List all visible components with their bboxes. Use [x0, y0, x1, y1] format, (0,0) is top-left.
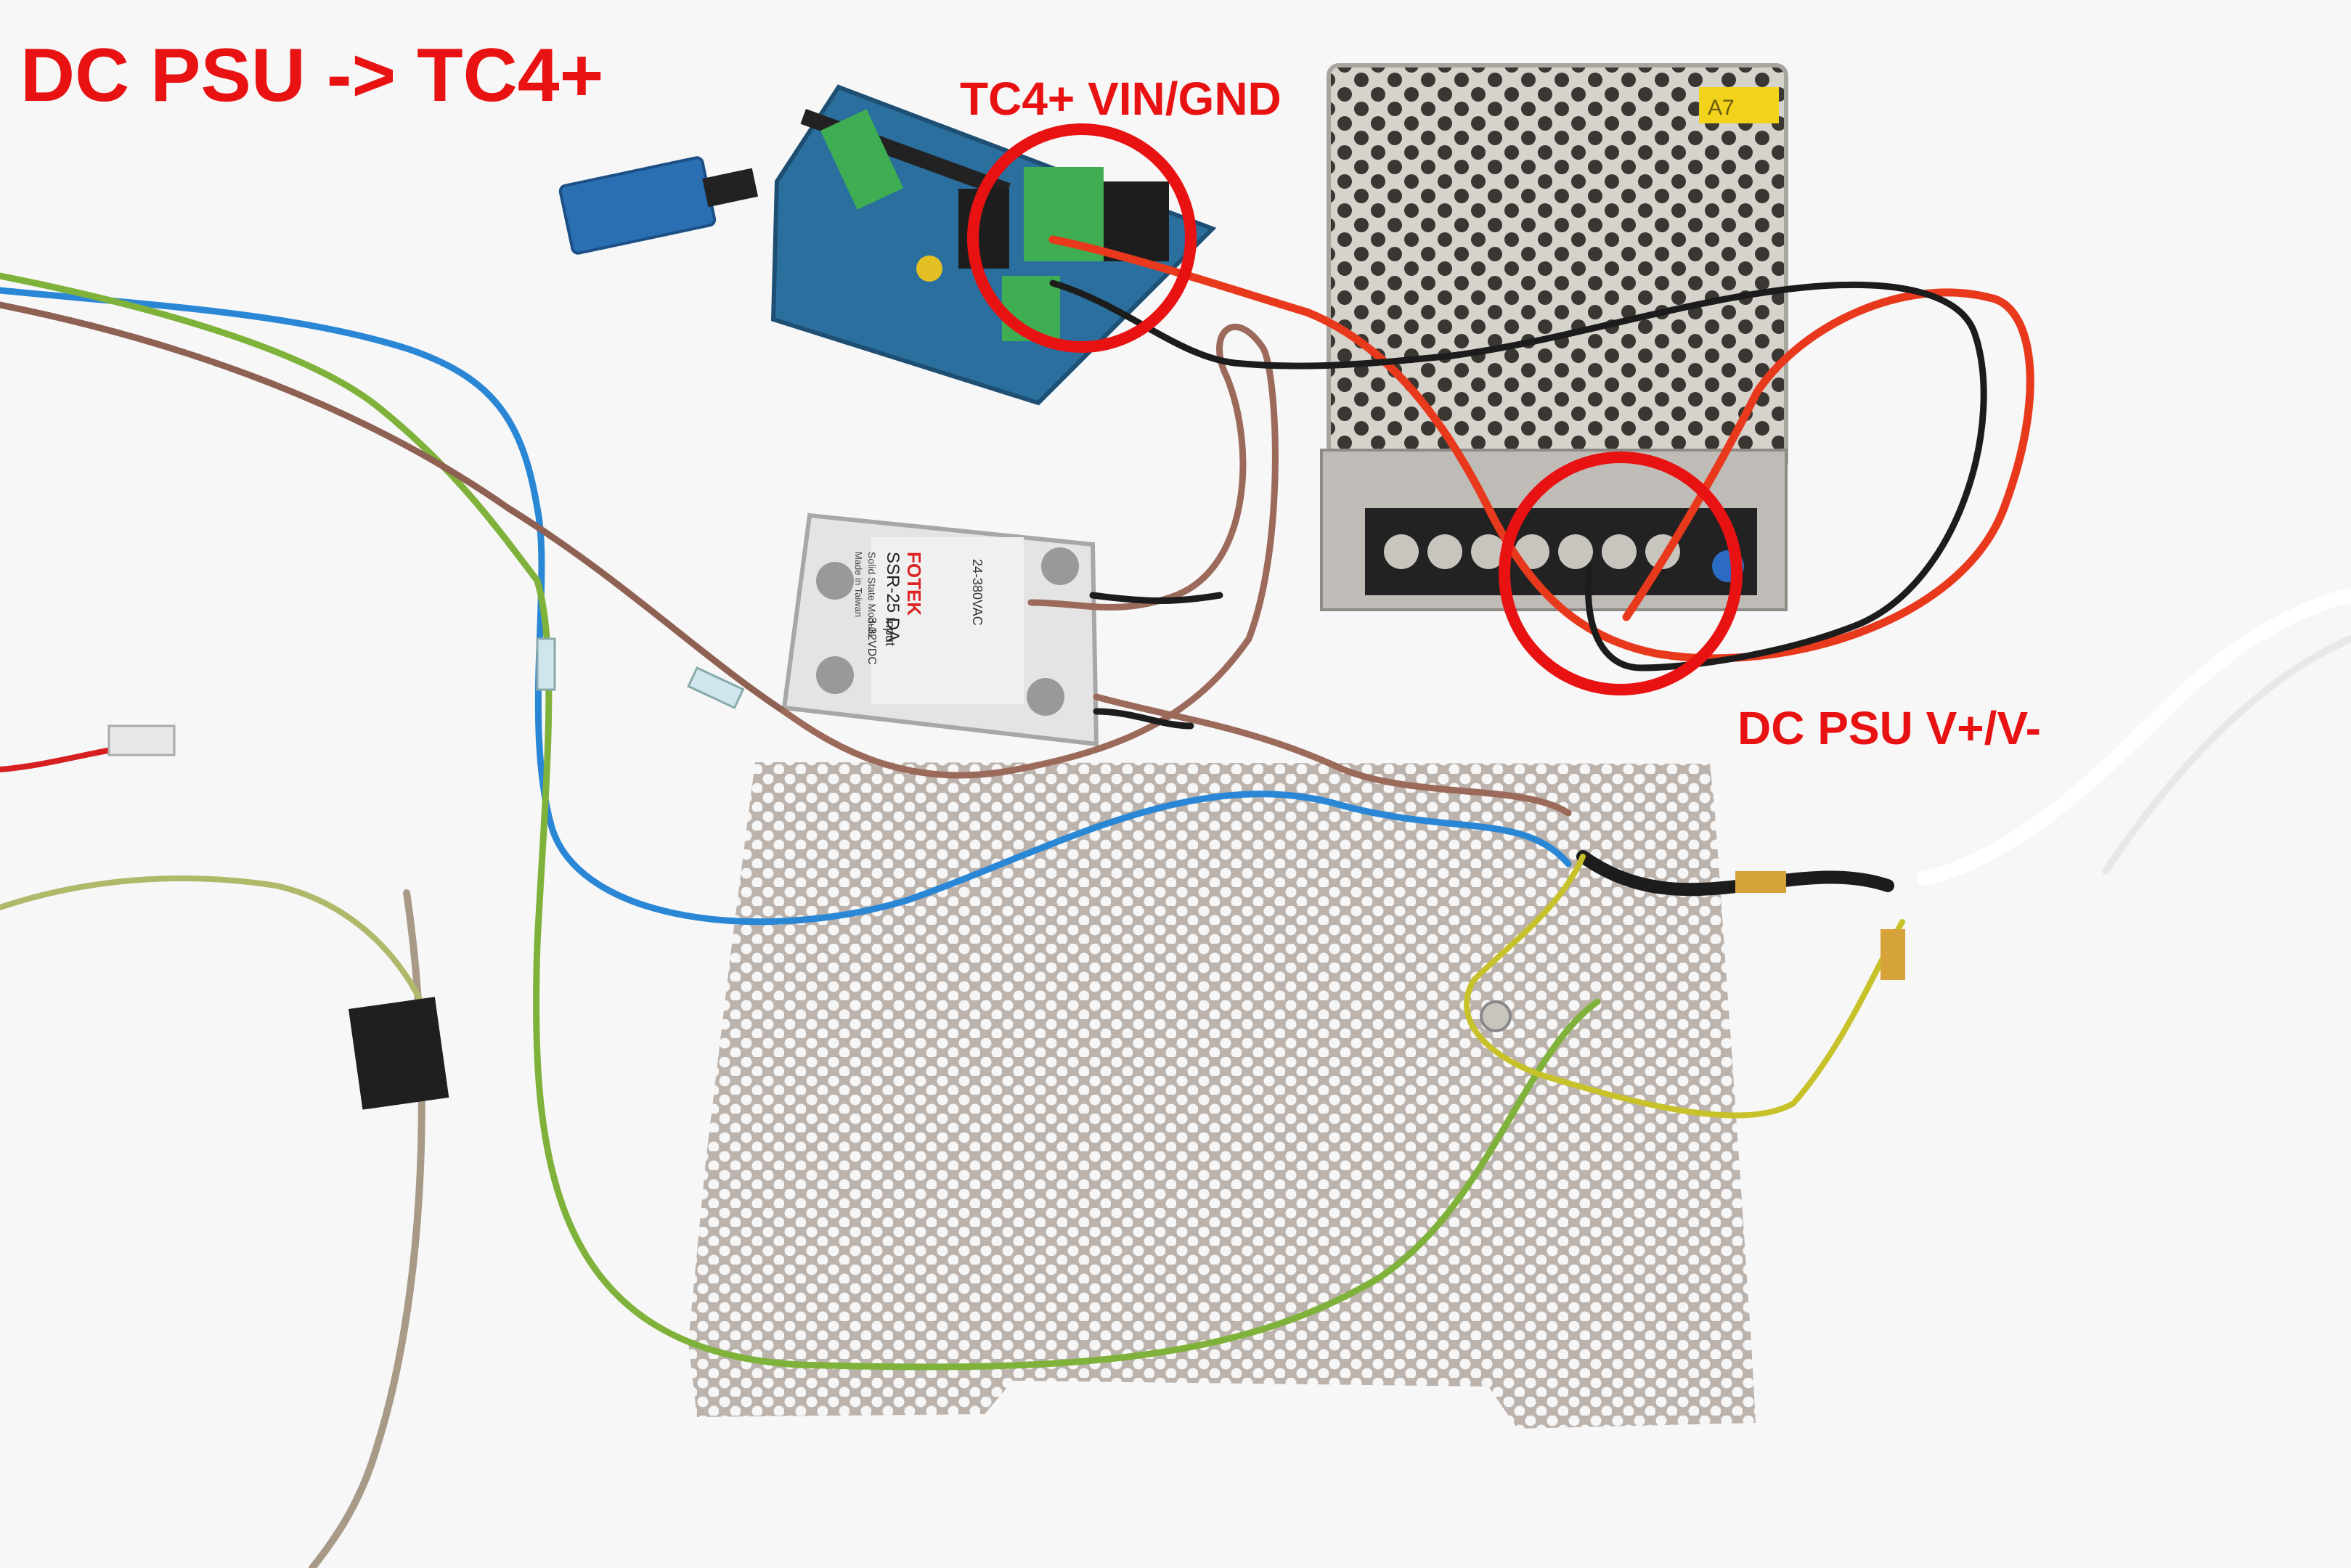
wire-red-stub-left	[0, 745, 126, 772]
wire-brown-loop	[781, 323, 1572, 817]
perforated-plate	[688, 762, 1756, 1429]
wire-green-yellow-left	[0, 272, 1601, 1371]
tc4-vin-gnd-highlight	[967, 123, 1197, 353]
relay-screw-top-right	[1041, 547, 1079, 585]
title-annotation: DC PSU -> TC4+	[20, 33, 604, 118]
relay-screw-bottom-right	[1027, 678, 1064, 716]
solid-state-relay: FOTEK SSR-25 DA Solid State Module Made …	[781, 513, 1099, 747]
psu-output-label: DC PSU V+/V-	[1737, 702, 2041, 754]
relay-model: SSR-25 DA	[883, 552, 902, 642]
dc-barrel-jack	[1104, 181, 1169, 261]
relay-origin: Made in Taiwan	[853, 552, 864, 617]
relay-brand: FOTEK	[903, 552, 925, 616]
connectors	[107, 637, 1905, 1110]
relay-screw-top-left	[816, 562, 854, 600]
relay-input-rating: 3-32VDC	[865, 617, 878, 665]
relay-label-panel	[871, 537, 1024, 704]
wire-thermocouple-left	[0, 875, 424, 1005]
relay-input-label: Input	[883, 617, 897, 646]
relay-subtitle: Solid State Module	[866, 552, 878, 637]
wire-brown-left	[0, 301, 788, 715]
wires	[0, 235, 2351, 1568]
tc4-vin-gnd-label: TC4+ VIN/GND	[960, 73, 1282, 125]
psu-sticker	[1699, 87, 1779, 123]
capacitor	[916, 256, 942, 282]
psu-grille	[1327, 63, 1788, 474]
psu-sticker-text: A7	[1708, 96, 1735, 120]
wire-thermocouple-braid	[309, 889, 425, 1568]
relay-output-rating: 24-380VAC	[970, 559, 985, 626]
wire-black-main	[1049, 279, 1987, 671]
arduino-tc4-board	[770, 84, 1217, 406]
wire-white-right	[2102, 635, 2351, 875]
relay-screw-bottom-left	[816, 656, 854, 694]
wire-black-relay	[1089, 592, 1223, 730]
psu-output-highlight	[1499, 452, 1743, 695]
wire-yellow-plate	[1464, 854, 1905, 1119]
bluetooth-module	[558, 156, 759, 255]
terminal-block-left	[820, 109, 904, 210]
wire-red-main	[1048, 235, 2034, 663]
wire-blue-left	[0, 287, 1572, 926]
wire-mains-cable	[1917, 588, 2351, 886]
